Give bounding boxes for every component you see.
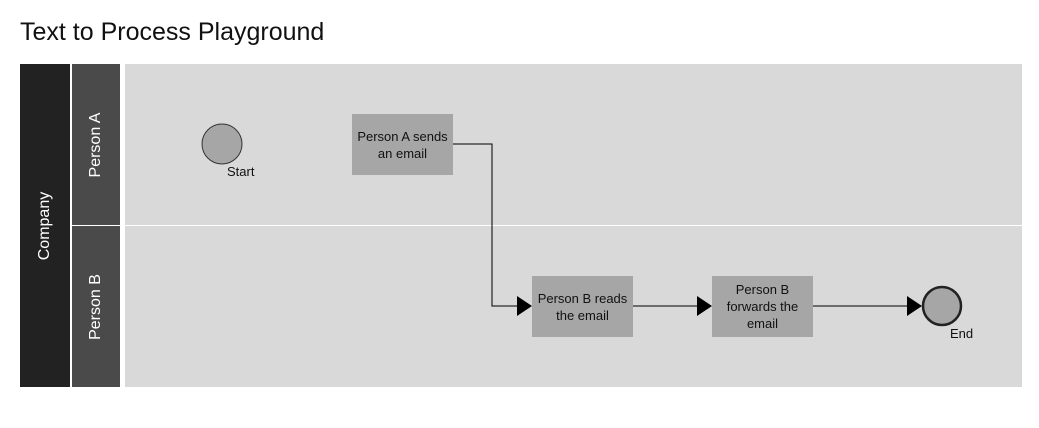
task-read-email[interactable]: Person B reads the email [532,276,633,337]
lane-header-person-a[interactable]: Person A [72,64,120,225]
lane-header-person-b[interactable]: Person B [72,226,120,387]
end-event-label: End [950,326,974,341]
start-event[interactable] [201,123,243,165]
arrowhead-icon [907,296,922,316]
sequence-flow-send-to-read[interactable] [453,143,518,307]
arrowhead-icon [697,296,712,316]
start-event-label: Start [227,164,255,179]
task-forward-email[interactable]: Person B forwards the email [712,276,813,337]
task-send-email[interactable]: Person A sends an email [352,114,453,175]
arrowhead-icon [517,296,532,316]
pool-header[interactable]: Company [20,64,70,387]
page-title: Text to Process Playground [20,18,325,46]
lane-person-a[interactable] [125,64,1022,225]
end-event[interactable] [921,285,963,327]
